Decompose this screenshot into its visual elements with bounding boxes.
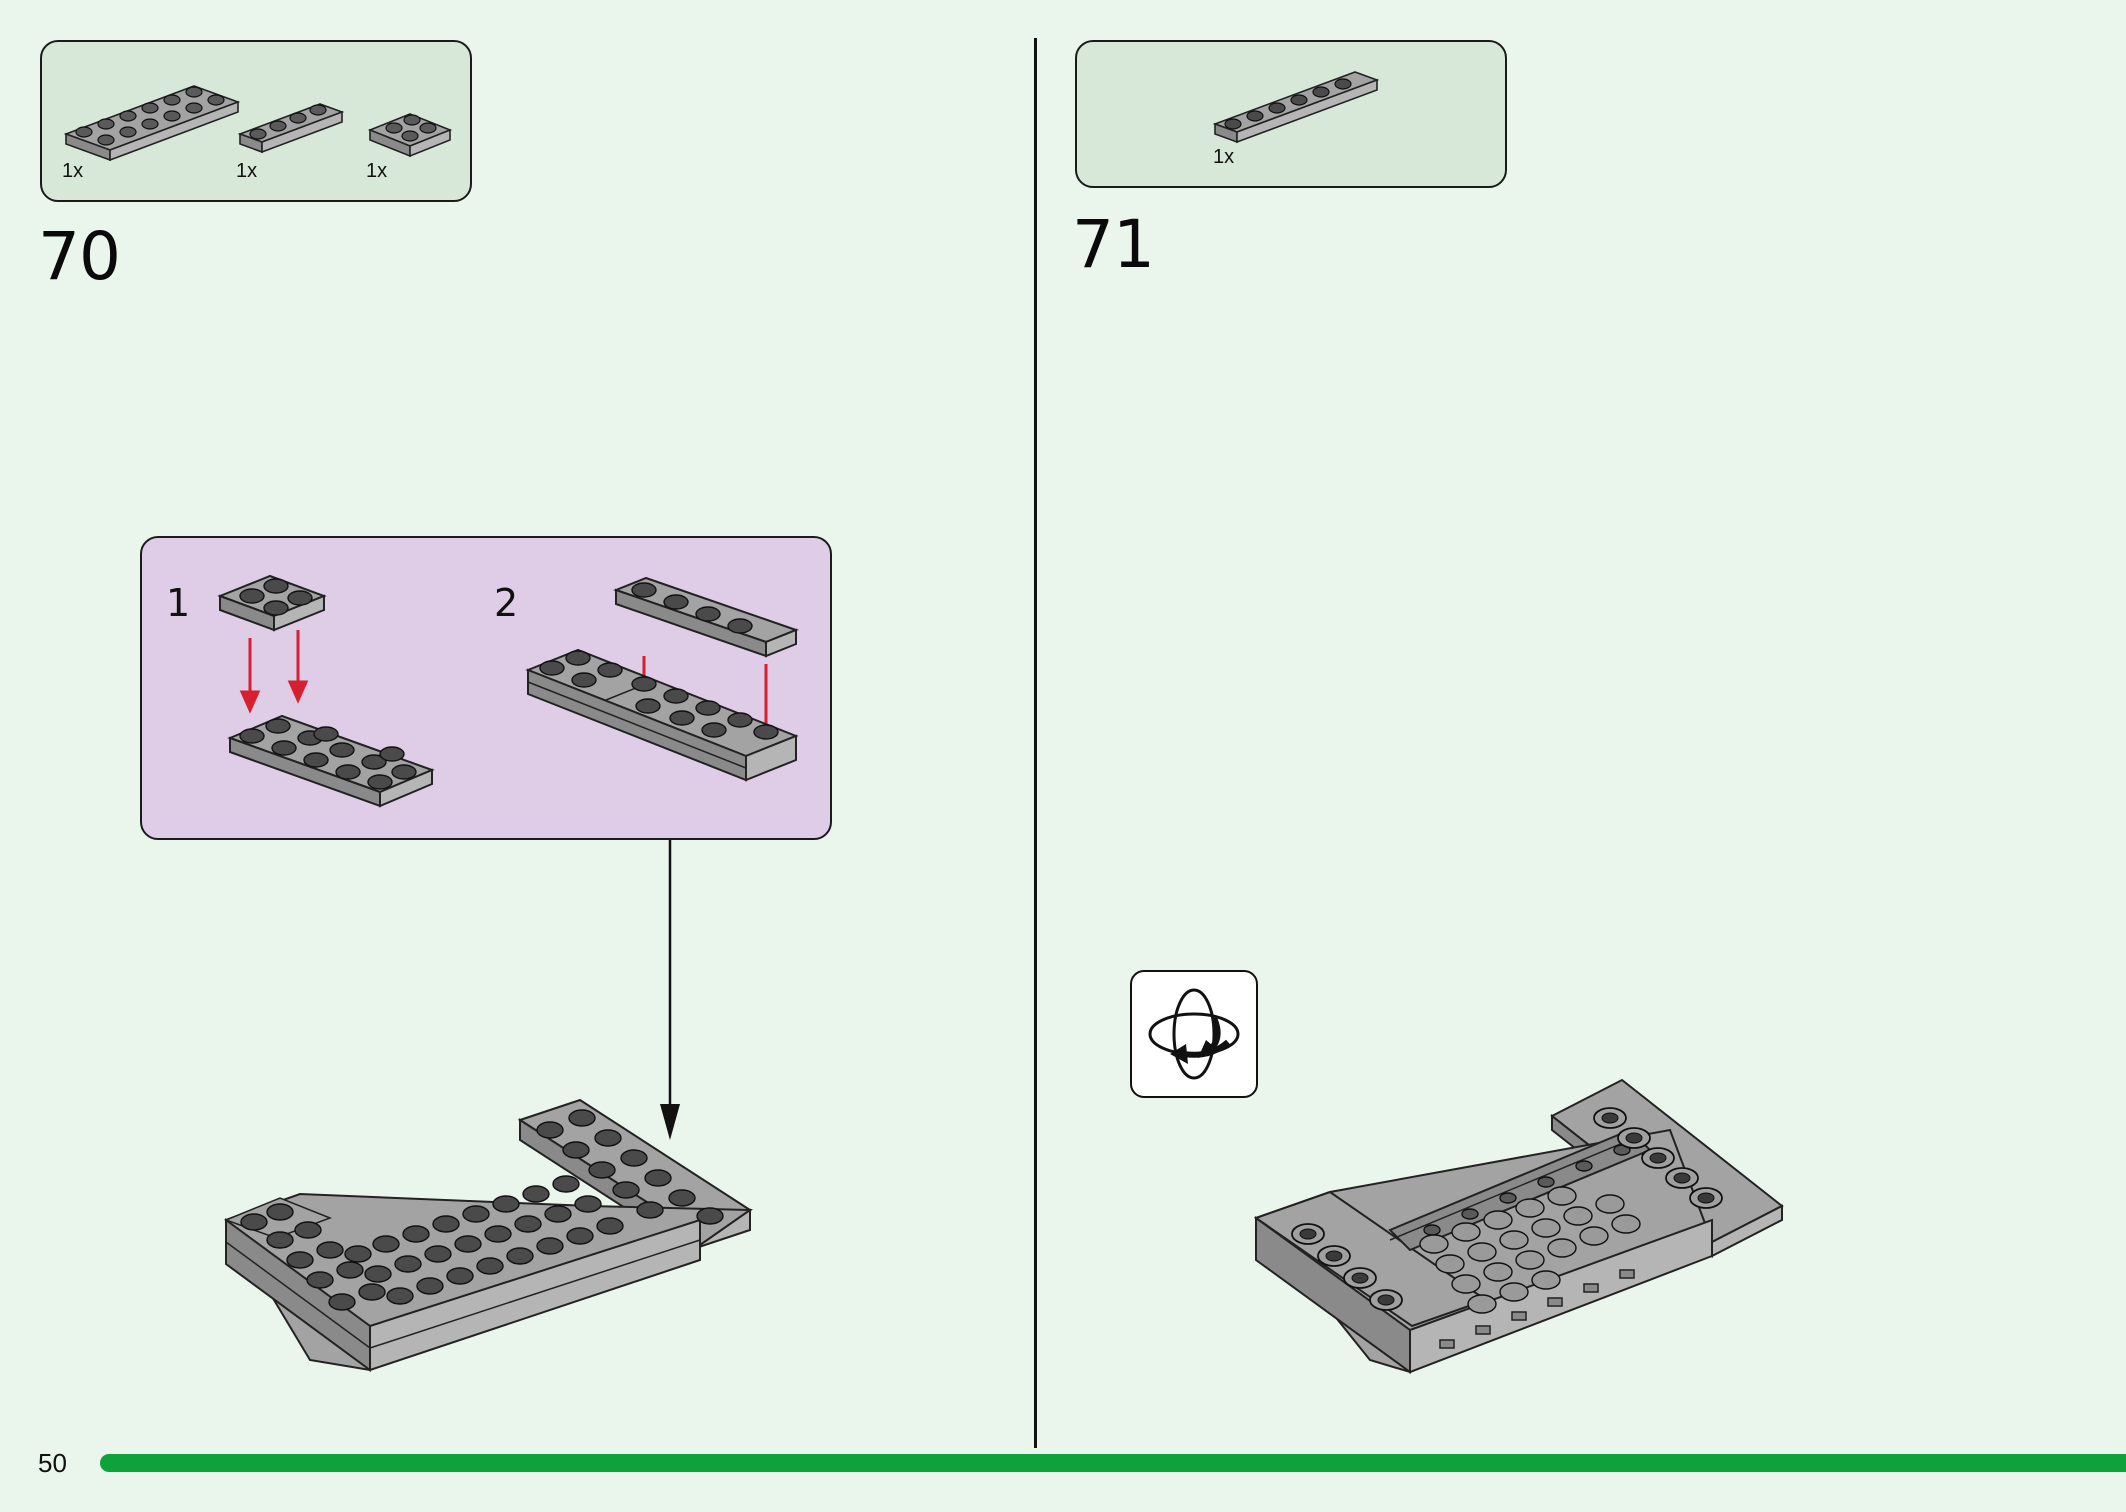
- substep-1-illustration: [217, 574, 435, 808]
- parts-list-step-70: 1x 1x 1x: [40, 40, 472, 202]
- substep-2-illustration: [525, 576, 799, 782]
- step-number-70: 70: [38, 218, 121, 295]
- page-divider: [1034, 38, 1037, 1448]
- part-qty-70-3: 1x: [366, 160, 388, 182]
- subassembly-callout: 1 2: [140, 536, 832, 840]
- rotate-model-box: [1130, 970, 1258, 1098]
- rotate-model-icon: [1148, 988, 1240, 1080]
- substep-number-2: 2: [494, 581, 519, 625]
- progress-bar: [100, 1454, 2126, 1472]
- callout-pointer-arrow: [660, 840, 680, 1140]
- part-qty-70-1: 1x: [62, 160, 84, 182]
- substep-number-1: 1: [166, 581, 191, 625]
- plate-2x2-icon: [367, 113, 453, 158]
- page-number: 50: [38, 1448, 67, 1478]
- step-71-model: [1253, 1078, 1784, 1374]
- step-70-model: [223, 1098, 754, 1372]
- step-number-71: 71: [1072, 206, 1155, 283]
- part-qty-70-2: 1x: [236, 160, 258, 182]
- plate-2x6-icon: [63, 85, 241, 162]
- part-qty-71-1: 1x: [1213, 146, 1235, 168]
- plate-1x4-icon: [237, 103, 345, 154]
- parts-list-step-71: 1x: [1075, 40, 1507, 188]
- plate-1x6-icon: [1212, 71, 1380, 144]
